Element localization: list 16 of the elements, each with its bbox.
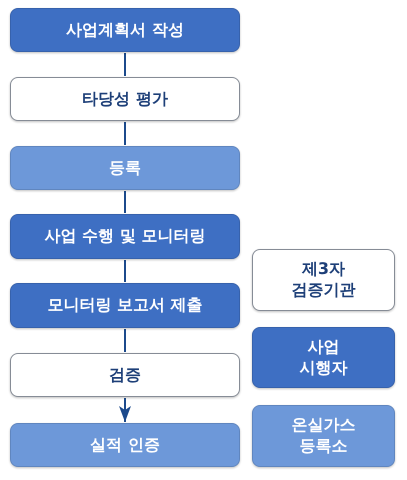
legend-label: 사업 시행자: [298, 336, 348, 378]
legend-label: 제3자 검증기관: [290, 259, 356, 301]
connector-line: [124, 122, 126, 145]
process-box: 사업 수행 및 모니터링: [10, 214, 240, 259]
connector-line: [124, 329, 126, 352]
connector-line: [124, 53, 126, 76]
process-box: 사업계획서 작성: [10, 8, 240, 52]
process-box: 등록: [10, 146, 240, 190]
legend-label: 온실가스 등록소: [290, 415, 356, 457]
process-box: 타당성 평가: [10, 77, 240, 121]
process-box: 실적 인증: [10, 423, 240, 467]
arrow: [119, 398, 131, 422]
connector-line: [124, 260, 126, 282]
process-box: 모니터링 보고서 제출: [10, 283, 240, 328]
process-box: 검증: [10, 353, 240, 397]
connector-line: [124, 191, 126, 213]
